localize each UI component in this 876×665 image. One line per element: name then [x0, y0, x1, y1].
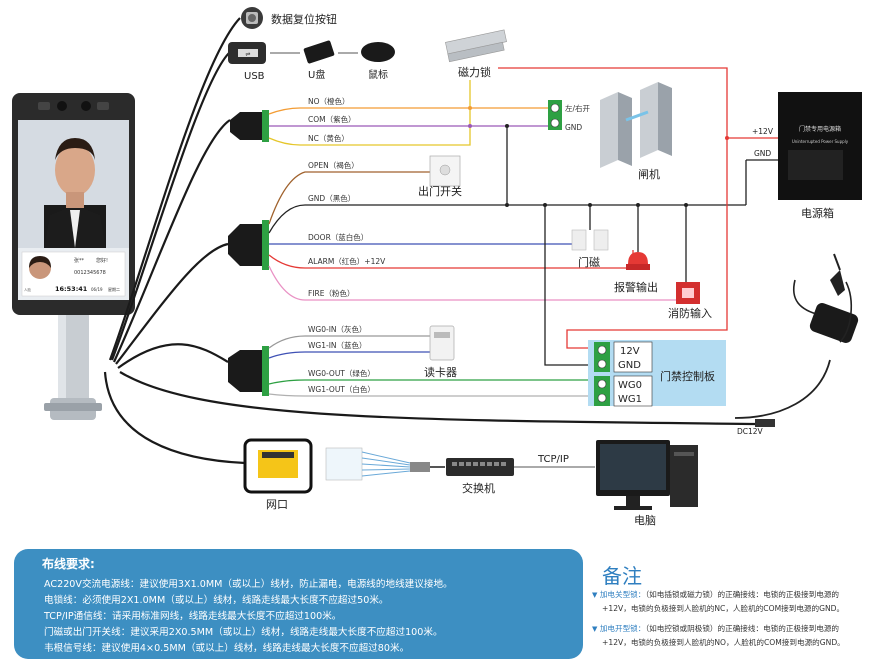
- network-switch: 交换机 TCP/IP: [446, 454, 595, 495]
- turnstile-gate: 闸机: [600, 82, 672, 181]
- board-12v: 12V: [620, 346, 640, 357]
- alarm-label: 报警输出: [614, 280, 658, 294]
- door-sensor: 门磁: [571, 229, 609, 269]
- note-item: ▼ 加电开型锁：（如电控锁或阴极锁）的正确接线：电锁的正极接到电源的 +12V，…: [592, 622, 845, 649]
- wiring-requirement-line: 韦根信号线：建议使用4×0.5MM（或以上）线材，线路走线最大长度不应超过80米…: [44, 643, 410, 654]
- relay-connector: [230, 110, 269, 142]
- note-text: （如电控锁或阴极锁）的正确接线：电锁的正极接到电源的: [645, 624, 840, 633]
- clock-day: 星期二: [108, 286, 120, 292]
- power-panel-subtitle: Uninterrupted Power Supply: [792, 139, 849, 144]
- colored-wires: [268, 80, 746, 397]
- gate-lr-label: 左/右开: [565, 103, 591, 113]
- power-adapter: DC12V: [737, 253, 859, 436]
- exit-switch: 出门开关: [418, 155, 462, 198]
- wire-nc-label: NC（黄色）: [308, 133, 349, 143]
- wire-wg0out-label: WG0-OUT（绿色）: [308, 368, 375, 378]
- clock-time: 16:53:41: [55, 285, 88, 293]
- device-cables: [103, 17, 756, 465]
- maglock-label: 磁力锁: [458, 65, 491, 79]
- note-text: +12V，电锁的负极接到人脸机的NC，人脸机的COM接到电源的GND。: [602, 604, 845, 613]
- notes-title: 备注: [602, 564, 642, 588]
- clock-date: 06/19: [91, 287, 103, 292]
- note-text: +12V，电锁的负极接到人脸机的NO，人脸机的COM接到电源的GND。: [602, 638, 845, 647]
- power-box: 门禁专用电源箱 Uninterrupted Power Supply +12V …: [752, 92, 862, 220]
- wire-wg1out-label: WG1-OUT（白色）: [308, 384, 375, 394]
- wiring-requirement-line: TCP/IP通信线：请采用标准网线，线路走线最大长度不应超过100米。: [44, 611, 342, 622]
- wire-alarm-label: ALARM（红色）+12V: [308, 256, 386, 266]
- access-board: 12V GND WG0 WG1 门禁控制板: [588, 340, 726, 407]
- card-reader-label: 读卡器: [424, 365, 457, 379]
- wiring-requirements-panel: 布线要求: AC220V交流电源线：建议使用3X1.0MM（或以上）线材，防止漏…: [14, 549, 583, 659]
- reset-button-label: 数据复位按钮: [271, 12, 337, 26]
- wire-wg1in-label: WG1-IN（蓝色）: [308, 340, 367, 350]
- power-plus12-label: +12V: [752, 127, 774, 136]
- fire-button: 消防输入: [668, 282, 712, 320]
- face-portrait: [44, 138, 106, 248]
- door-sensor-label: 门磁: [578, 255, 600, 269]
- wire-door-label: DOOR（蓝白色）: [308, 232, 368, 242]
- wire-gnd-label: GND（黑色）: [308, 193, 355, 203]
- power-box-label: 电源箱: [801, 206, 834, 220]
- camera-icon: [81, 101, 91, 111]
- power-wiring: [468, 67, 831, 419]
- gate-terminal-block: 左/右开 GND: [548, 100, 591, 132]
- triangle-icon: ▼: [592, 625, 598, 633]
- user-greeting: 您好!: [96, 257, 108, 264]
- rj45-cable: [325, 447, 445, 481]
- note-text: （如电插锁或磁力锁）的正确接线：电锁的正极接到电源的: [645, 590, 840, 599]
- wiring-requirements-title: 布线要求:: [42, 557, 95, 571]
- network-port: 网口: [243, 438, 313, 511]
- gate-label: 闸机: [638, 167, 660, 181]
- wiring-requirement-line: AC220V交流电源线：建议使用3X1.0MM（或以上）线材，防止漏电，电源线的…: [44, 579, 453, 590]
- io-connector: [228, 220, 269, 270]
- wire-open-label: OPEN（褐色）: [308, 160, 359, 170]
- fire-label: 消防输入: [668, 306, 712, 320]
- face-terminal: 张** 您好! 0012345678 16:53:41 06/19 星期二 人脸: [12, 93, 135, 420]
- user-name: 张**: [74, 257, 85, 264]
- wg-connector: [228, 346, 269, 396]
- note-keyword: 加电开型锁：: [599, 624, 646, 633]
- user-id: 0012345678: [74, 270, 106, 276]
- reset-button: 数据复位按钮: [241, 7, 337, 29]
- power-gnd-label: GND: [754, 149, 771, 158]
- board-label: 门禁控制板: [660, 369, 715, 383]
- board-wg1: WG1: [618, 394, 642, 405]
- mouse-icon: [361, 42, 395, 62]
- triangle-icon: ▼: [592, 591, 598, 599]
- alarm-light: 报警输出: [614, 252, 658, 294]
- wire-labels: NO（橙色） COM（紫色） NC（黄色） OPEN（褐色） GND（黑色） D…: [308, 96, 386, 394]
- switch-label: 交换机: [462, 481, 495, 495]
- mouse-label: 鼠标: [368, 68, 388, 81]
- power-panel-title: 门禁专用电源箱: [799, 125, 841, 133]
- usb-port: ⇌ USB U盘 鼠标: [228, 40, 395, 82]
- tcpip-label: TCP/IP: [537, 454, 569, 465]
- usb-label: USB: [244, 71, 265, 82]
- udisk-label: U盘: [308, 68, 325, 81]
- wire-fire-label: FIRE（粉色）: [308, 288, 354, 298]
- network-port-label: 网口: [266, 498, 288, 511]
- wire-no-label: NO（橙色）: [308, 96, 350, 106]
- camera-icon: [57, 101, 67, 111]
- board-gnd: GND: [618, 360, 641, 371]
- computer: 电脑: [596, 440, 698, 527]
- dc12v-label: DC12V: [737, 427, 764, 436]
- wire-wg0in-label: WG0-IN（灰色）: [308, 324, 367, 334]
- card-reader: 读卡器: [424, 325, 457, 379]
- wiring-requirement-line: 电锁线：必须使用2X1.0MM（或以上）线材，线路走线最大长度不应超过50米。: [44, 595, 389, 606]
- wire-com-label: COM（紫色）: [308, 114, 356, 124]
- board-wg0: WG0: [618, 380, 642, 391]
- exit-switch-label: 出门开关: [418, 184, 462, 198]
- note-keyword: 加电关型锁：: [599, 590, 646, 599]
- computer-label: 电脑: [634, 514, 656, 527]
- face-tag: 人脸: [24, 287, 31, 292]
- magnetic-lock: 磁力锁: [445, 29, 507, 79]
- note-item: ▼ 加电关型锁：（如电插锁或磁力锁）的正确接线：电锁的正极接到电源的 +12V，…: [592, 588, 844, 615]
- gate-gnd-label: GND: [565, 123, 582, 132]
- wiring-requirement-line: 门磁或出门开关线：建议采用2X0.5MM（或以上）线材，线路走线最大长度不应超过…: [44, 627, 443, 638]
- usb-icon: ⇌: [245, 51, 250, 58]
